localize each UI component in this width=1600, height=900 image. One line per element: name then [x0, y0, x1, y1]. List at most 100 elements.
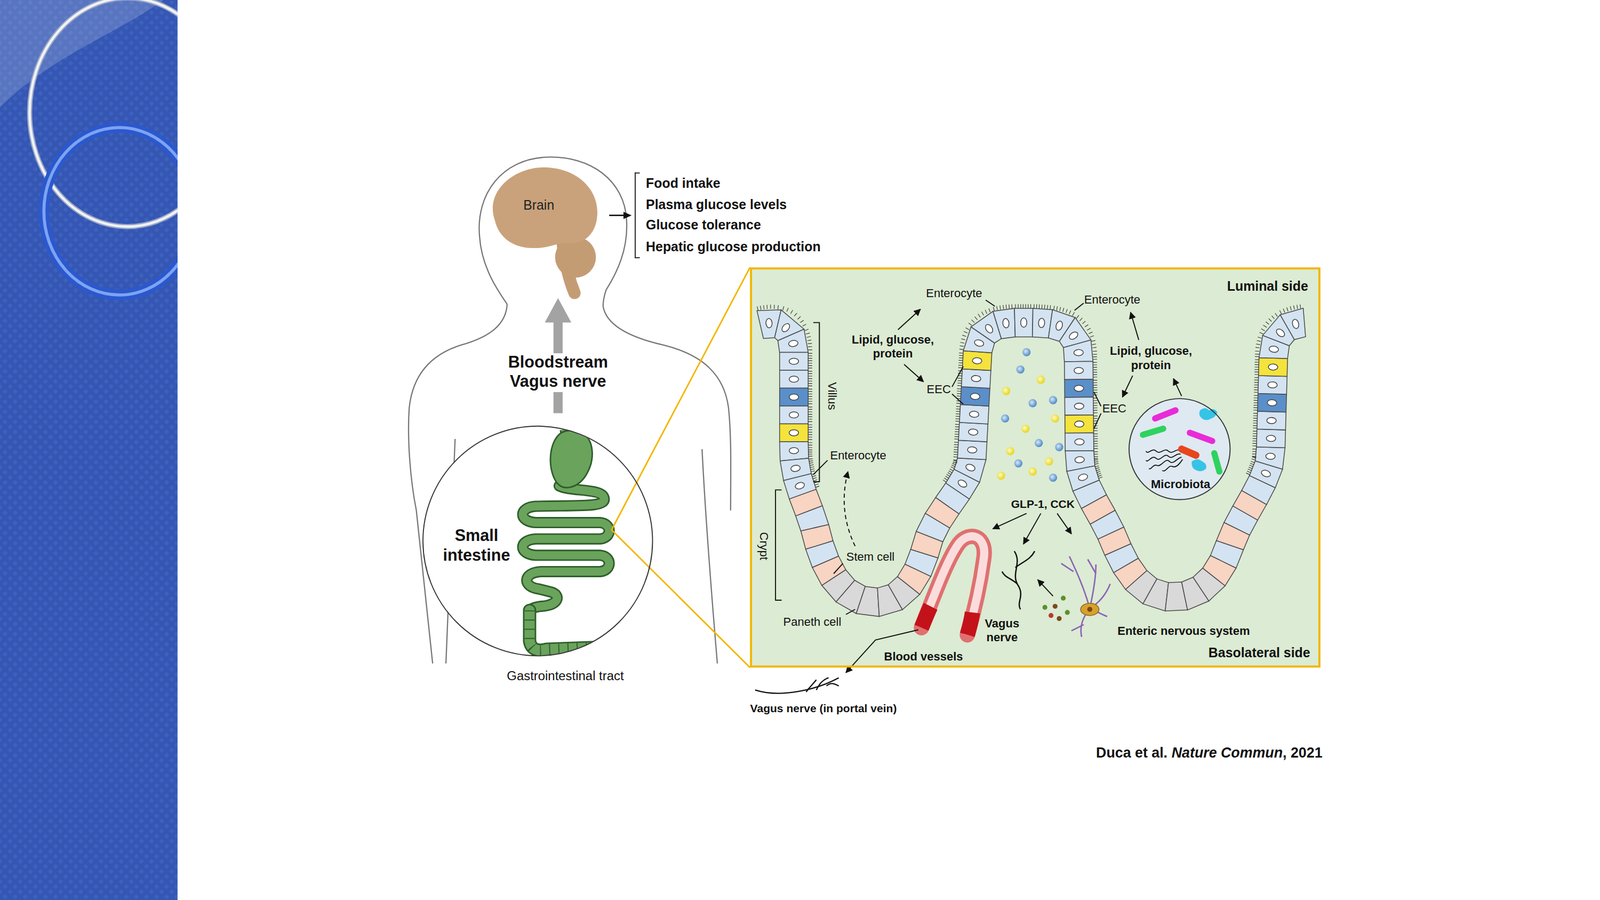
label-holder: Duca et al. [1096, 741, 1168, 763]
path-shape [826, 683, 839, 686]
part-label: Blood vessels [884, 650, 964, 664]
path-shape [529, 610, 659, 651]
cell-nucleus [973, 338, 985, 348]
arrow-head [544, 298, 572, 323]
path-shape [1146, 453, 1181, 461]
cell-nucleus [1074, 367, 1084, 374]
connector-line [611, 529, 751, 668]
epithelial-cell [1065, 432, 1094, 451]
cell-nucleus [789, 447, 799, 454]
line-shape [1189, 432, 1213, 441]
path-shape [529, 610, 659, 651]
path-shape [813, 322, 820, 482]
cell-nucleus [789, 411, 799, 418]
epithelial-cell [856, 586, 879, 616]
circle-shape [1044, 457, 1053, 466]
part-label: Paneth cell [783, 615, 842, 630]
node-text: Basolateral side [1208, 644, 1311, 661]
cell-nucleus [972, 357, 982, 364]
label-holder: Lipid, glucose, protein [1099, 344, 1202, 373]
text-holder: Brain [523, 197, 555, 213]
cell-nucleus [1268, 345, 1279, 354]
part-label: Enterocyte [1084, 293, 1141, 308]
path-shape [1122, 375, 1133, 397]
path-shape [478, 156, 627, 307]
node-text: Luminal side [1227, 278, 1309, 294]
epithelial-cell [1064, 396, 1094, 415]
epithelial-cell [1064, 361, 1094, 380]
epithelial-cell [1258, 357, 1288, 376]
hormone-granules [996, 347, 1063, 482]
path-shape [522, 485, 610, 613]
label-holder: Blood vessels [884, 650, 964, 664]
path-shape [1002, 571, 1018, 584]
path-shape [550, 430, 592, 488]
path-shape [1069, 556, 1090, 609]
cell-nucleus [1074, 403, 1084, 410]
epithelial-cell [1065, 414, 1094, 434]
path-shape [1130, 312, 1139, 340]
path-shape [921, 605, 931, 628]
cell-nucleus [1067, 330, 1079, 341]
circle-shape [1052, 603, 1058, 609]
line-shape [1155, 410, 1176, 419]
epithelial-cell [777, 329, 808, 353]
circle-shape [1005, 446, 1014, 455]
path-shape [952, 366, 964, 387]
enteric-neuron [1061, 556, 1111, 637]
circle-shape [1128, 397, 1231, 500]
path-shape [805, 679, 816, 692]
cell-nucleus [968, 428, 979, 436]
body-silhouette [408, 156, 731, 663]
ellipse-shape [43, 127, 178, 295]
epithelial-cell [959, 404, 989, 424]
path-shape [529, 610, 659, 651]
path-shape [993, 513, 1027, 529]
cell-nucleus [1077, 473, 1089, 482]
cell-nucleus [1073, 349, 1084, 356]
cell-nucleus [1291, 318, 1300, 330]
part-label: EEC [926, 382, 951, 397]
part-label: Vagus nerve (in portal vein) [750, 701, 898, 715]
cell-nucleus [765, 318, 773, 328]
microbiota-picture [1128, 397, 1231, 500]
circle-shape [1054, 442, 1063, 451]
cell-nucleus [1074, 385, 1084, 392]
label-holder: Stem cell [846, 550, 895, 565]
circle-shape [1051, 414, 1060, 423]
node-text: Brain [523, 197, 555, 213]
cell-nucleus [789, 393, 799, 400]
path-shape [967, 612, 973, 635]
epithelial-cell [960, 386, 990, 406]
cell-nucleus [1267, 399, 1277, 406]
circle-shape [1022, 347, 1031, 356]
brain-shape: Brain [482, 163, 606, 296]
part-label: Vagus nerve [976, 616, 1028, 645]
signal-dots [1042, 595, 1070, 621]
label-holder: Nature Commun [1171, 741, 1283, 763]
citation-text: , 2021 [1282, 741, 1323, 763]
text-holder: Small intestine [435, 526, 518, 565]
part-label: Enterocyte [925, 286, 982, 301]
part-label: Crypt [756, 531, 771, 560]
epithelium-guide [760, 322, 1319, 603]
cell-nucleus [1038, 317, 1046, 328]
path-shape [775, 489, 782, 600]
cell-nucleus [1267, 381, 1278, 388]
path-shape [1023, 513, 1042, 544]
circle-shape [1056, 616, 1062, 621]
line-shape [1142, 428, 1164, 435]
node-text: Plasma glucose levels [645, 194, 821, 215]
cell-nucleus [1266, 435, 1276, 442]
edge-label-holder: Bloodstream Vagus nerve [500, 353, 615, 392]
text-holder: Basolateral side [1208, 644, 1311, 661]
epithelial-cell [1257, 411, 1287, 430]
part-label: Lipid, glucose, protein [1099, 344, 1202, 373]
edge-label: Bloodstream Vagus nerve [500, 353, 615, 392]
ellipse-shape [43, 127, 178, 295]
label-holder: Paneth cell [783, 615, 842, 630]
